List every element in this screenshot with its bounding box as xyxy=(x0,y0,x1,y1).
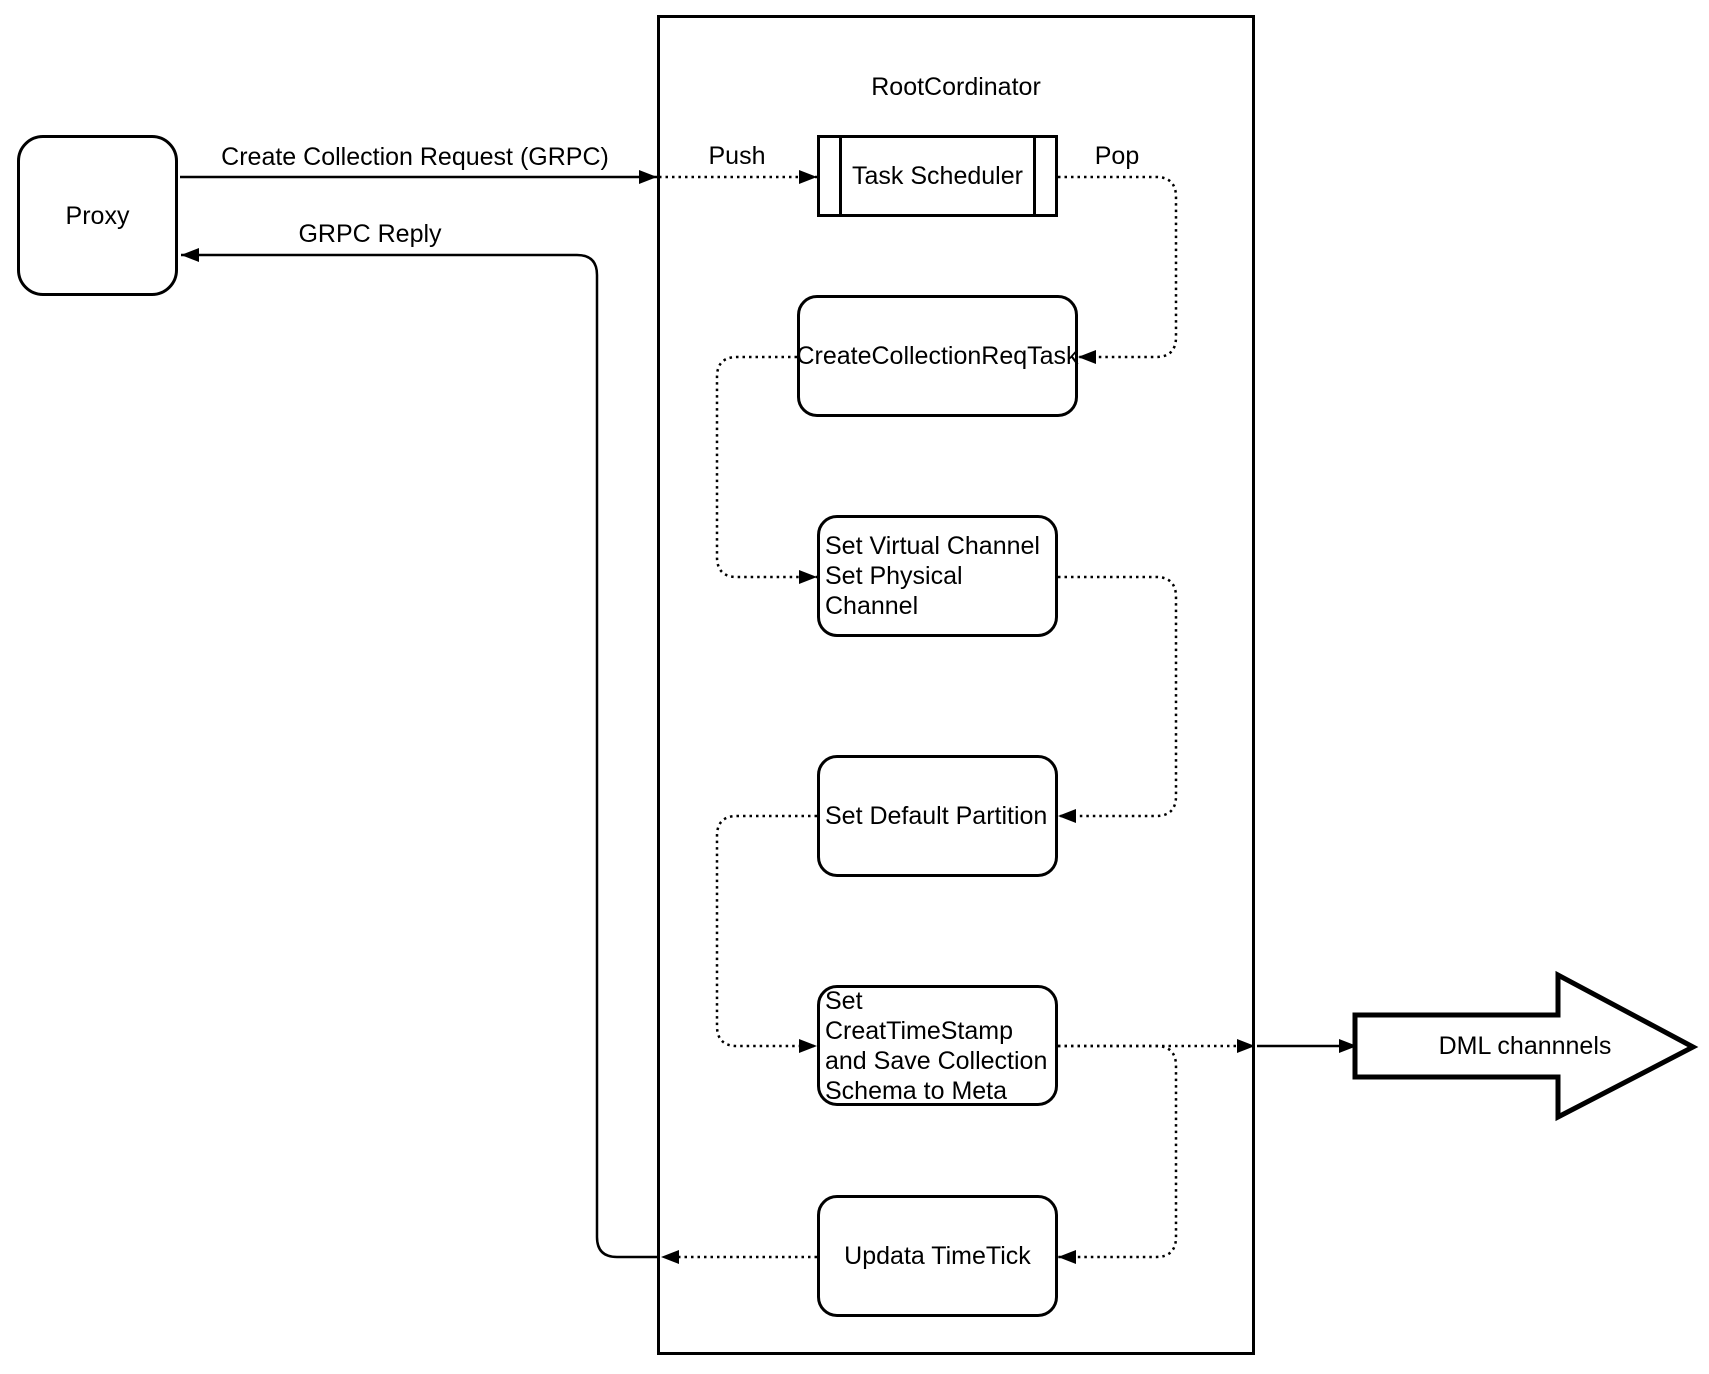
task-set-channels-label: Set Virtual Channel Set Physical Channel xyxy=(825,532,1040,620)
task-create-collection-req-label: CreateCollectionReqTask xyxy=(796,342,1079,370)
dml-channels-label: DML channnels xyxy=(1438,1032,1612,1060)
task-update-timetick-label: Updata TimeTick xyxy=(844,1242,1031,1270)
task-scheduler-node: Task Scheduler xyxy=(817,135,1058,217)
edge-task1-task2 xyxy=(715,355,817,584)
task-set-default-partition-label: Set Default Partition xyxy=(825,802,1048,830)
task-scheduler-left-bar xyxy=(839,138,842,214)
root-coordinator-container xyxy=(657,15,1255,1355)
task-scheduler-label: Task Scheduler xyxy=(852,162,1023,190)
edge-task3-task4 xyxy=(715,814,817,1053)
dml-channels-arrow-shape xyxy=(1352,970,1699,1122)
task-set-timestamp-save-schema-label: Set CreatTimeStamp and Save Collection S… xyxy=(825,986,1048,1105)
push-label: Push xyxy=(708,142,766,170)
task-scheduler-right-bar xyxy=(1033,138,1036,214)
proxy-label: Proxy xyxy=(65,201,130,230)
task-set-default-partition: Set Default Partition xyxy=(817,755,1058,877)
task-set-timestamp-save-schema: Set CreatTimeStamp and Save Collection S… xyxy=(817,985,1058,1106)
edge-pop xyxy=(1058,175,1178,364)
pop-label: Pop xyxy=(1094,142,1140,170)
task-create-collection-req: CreateCollectionReqTask xyxy=(796,295,1079,417)
grpc-reply-label: GRPC Reply xyxy=(298,220,442,248)
create-collection-request-label: Create Collection Request (GRPC) xyxy=(221,143,609,171)
task-update-timetick: Updata TimeTick xyxy=(817,1195,1058,1317)
edge-task2-task3 xyxy=(1058,575,1178,823)
root-coordinator-title: RootCordinator xyxy=(871,73,1041,101)
edge-task4-task5 xyxy=(1058,1044,1178,1264)
proxy-node: Proxy xyxy=(17,135,178,296)
edge-grpc-reply xyxy=(181,248,658,1259)
task-set-channels: Set Virtual Channel Set Physical Channel xyxy=(817,515,1058,637)
